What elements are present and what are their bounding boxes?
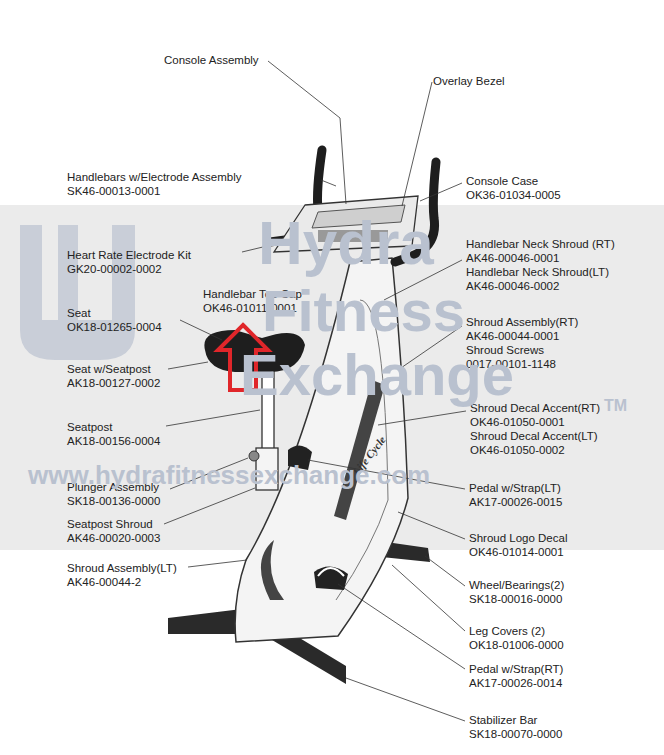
part-label: AK17-00026-0015 — [469, 495, 562, 509]
part-label: SK18-00070-0000 — [469, 727, 562, 741]
part-label: Leg Covers (2) — [469, 624, 545, 638]
pedal-right — [314, 566, 348, 590]
part-label: Shroud Assembly(LT) — [67, 561, 177, 575]
watermark-logo — [20, 225, 135, 360]
watermark-text: Hydra — [258, 212, 434, 274]
logo-decal — [261, 540, 284, 600]
part-label: Handlebar Neck Shroud (RT) — [466, 237, 615, 251]
plunger-knob — [249, 451, 259, 461]
part-label: AK46-00020-0003 — [67, 531, 160, 545]
part-label: AK18-00127-0002 — [67, 376, 160, 390]
part-label: Handlebar Neck Shroud(LT) — [466, 265, 609, 279]
part-label: OK46-01014-0001 — [469, 545, 564, 559]
part-label: Heart Rate Electrode Kit — [67, 248, 191, 262]
part-label: OK36-01034-0005 — [466, 188, 561, 202]
part-label: OK46-01050-0002 — [470, 443, 565, 457]
part-label: Shroud Decal Accent(LT) — [470, 429, 598, 443]
part-label: Console Case — [466, 174, 538, 188]
part-label: Pedal w/Strap(LT) — [469, 481, 561, 495]
part-label: Overlay Bezel — [433, 74, 505, 88]
part-label: OK46-01050-0001 — [470, 415, 565, 429]
watermark-text: TM — [604, 398, 627, 414]
part-label: Seat w/Seatpost — [67, 362, 151, 376]
part-label: Seatpost — [67, 420, 112, 434]
part-label: AK17-00026-0014 — [469, 676, 562, 690]
part-label: OK18-01006-0000 — [469, 638, 564, 652]
part-label: AK18-00156-0004 — [67, 434, 160, 448]
part-label: SK18-00136-0000 — [67, 494, 160, 508]
part-label: Seat — [67, 306, 91, 320]
part-label: Pedal w/Strap(RT) — [469, 662, 563, 676]
part-label: AK46-00044-0001 — [466, 329, 559, 343]
watermark-text: Exchange — [240, 346, 514, 404]
part-label: Wheel/Bearings(2) — [469, 578, 564, 592]
part-label: GK20-00002-0002 — [67, 262, 162, 276]
part-label: Shroud Assembly(RT) — [466, 315, 578, 329]
part-label: Console Assembly — [164, 53, 259, 67]
watermark-text: www.hydrafitnessexchange.com — [28, 462, 430, 488]
part-label: AK46-00044-2 — [67, 575, 141, 589]
part-label: AK46-00046-0002 — [466, 279, 559, 293]
pedal-strap — [318, 568, 344, 576]
part-label: Seatpost Shroud — [67, 517, 153, 531]
part-label: Shroud Logo Decal — [469, 531, 567, 545]
part-label: Stabilizer Bar — [469, 713, 537, 727]
part-label: SK18-00016-0000 — [469, 592, 562, 606]
part-label: AK46-00046-0001 — [466, 251, 559, 265]
part-label: Handlebars w/Electrode Assembly — [67, 170, 242, 184]
watermark-text: Fitness — [262, 282, 465, 340]
part-label: SK46-00013-0001 — [67, 184, 160, 198]
part-label: OK18-01265-0004 — [67, 320, 162, 334]
